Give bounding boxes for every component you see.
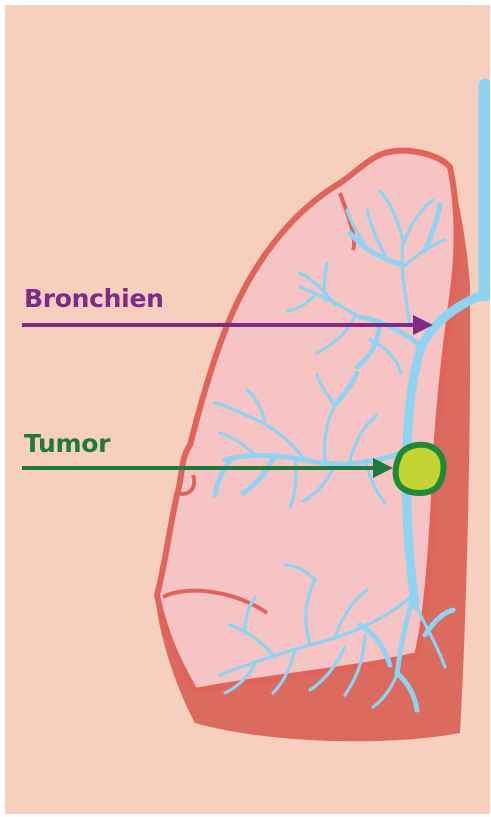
- tumor-label: Tumor: [24, 429, 110, 458]
- bronchi-label: Bronchien: [24, 284, 164, 313]
- tumor-mass: [396, 445, 444, 493]
- lung-diagram: [5, 5, 490, 814]
- diagram-panel: Bronchien Tumor: [5, 5, 490, 814]
